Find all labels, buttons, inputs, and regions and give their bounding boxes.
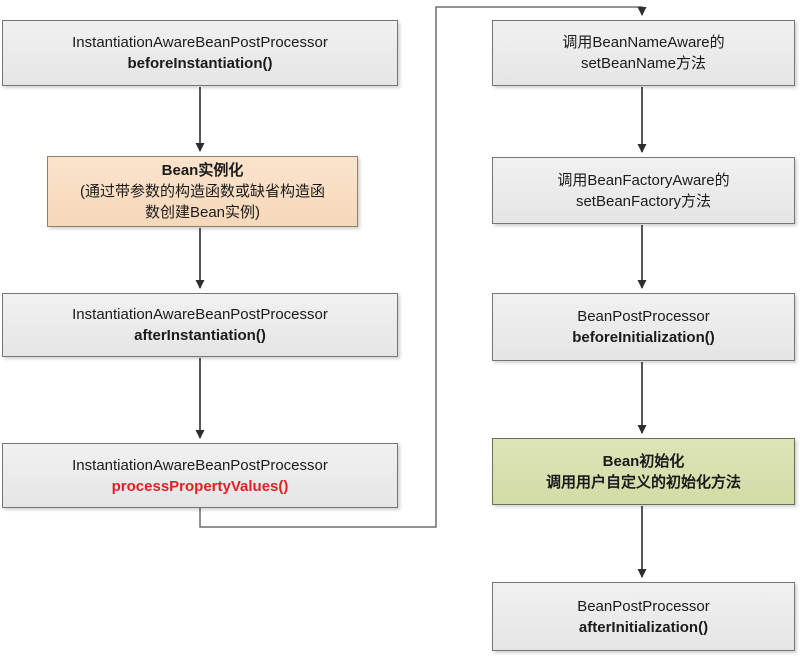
node-title-label: Bean初始化	[602, 452, 685, 470]
node-set-bean-name: 调用BeanNameAware的 setBeanName方法	[492, 20, 795, 86]
node-method-label: afterInstantiation()	[134, 327, 266, 344]
node-before-initialization: BeanPostProcessor beforeInitialization()	[492, 293, 795, 361]
node-class-label: BeanPostProcessor	[577, 597, 710, 615]
node-method-label: beforeInstantiation()	[127, 55, 273, 72]
node-after-instantiation: InstantiationAwareBeanPostProcessor afte…	[2, 293, 398, 357]
node-method-label: beforeInitialization()	[572, 329, 715, 346]
node-method-label: setBeanName方法	[580, 55, 707, 72]
node-title-label: Bean实例化	[161, 162, 244, 179]
node-class-label: 调用BeanFactoryAware的	[557, 171, 730, 189]
node-method-label: setBeanFactory方法	[575, 192, 712, 210]
node-process-property-values: InstantiationAwareBeanPostProcessor proc…	[2, 443, 398, 508]
node-description-line1: (通过带参数的构造函数或缺省构造函	[80, 183, 325, 200]
node-class-label: InstantiationAwareBeanPostProcessor	[72, 456, 328, 474]
node-class-label: BeanPostProcessor	[577, 308, 710, 325]
node-description-line2: 数创建Bean实例)	[144, 204, 261, 221]
node-set-bean-factory: 调用BeanFactoryAware的 setBeanFactory方法	[492, 157, 795, 224]
node-bean-initialization: Bean初始化 调用用户自定义的初始化方法	[492, 438, 795, 505]
node-method-label-highlighted: processPropertyValues()	[111, 477, 289, 495]
node-before-instantiation: InstantiationAwareBeanPostProcessor befo…	[2, 20, 398, 86]
node-class-label: InstantiationAwareBeanPostProcessor	[72, 34, 328, 51]
node-method-label: afterInitialization()	[578, 618, 709, 636]
node-class-label: InstantiationAwareBeanPostProcessor	[72, 306, 328, 323]
node-description-label: 调用用户自定义的初始化方法	[545, 473, 741, 491]
node-class-label: 调用BeanNameAware的	[562, 34, 725, 51]
node-bean-instantiation: Bean实例化 (通过带参数的构造函数或缺省构造函 数创建Bean实例)	[47, 156, 358, 227]
node-after-initialization: BeanPostProcessor afterInitialization()	[492, 582, 795, 651]
